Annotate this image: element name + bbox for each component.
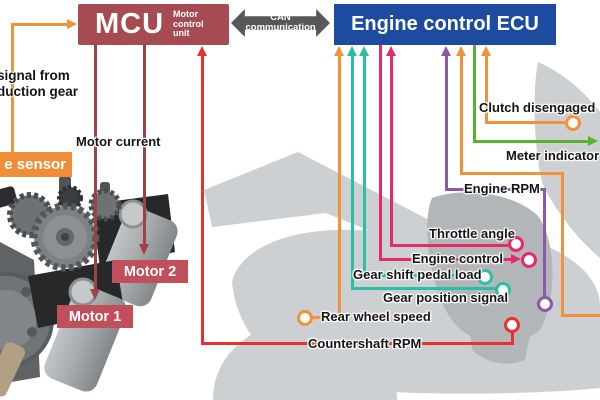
- engine-rpm-arrowhead: [441, 46, 451, 56]
- reduction-gear-label-line2: duction gear: [0, 83, 79, 99]
- meter-indicator-label: Meter indicator: [506, 148, 600, 163]
- motor2-tag: Motor 2: [112, 260, 188, 283]
- throttle-line: [390, 244, 510, 247]
- pedal-load-arrowhead: [359, 46, 369, 56]
- clutch-line: [485, 56, 488, 122]
- countershaft-arrowhead: [197, 46, 207, 56]
- sensor-box-label: e sensor: [4, 156, 66, 173]
- throttle-line: [390, 56, 393, 246]
- rear-wheel-label: Rear wheel speed: [321, 309, 431, 324]
- mcu-subtitle: Motor control unit: [173, 8, 204, 39]
- can-communication-label: CAN communication: [245, 11, 316, 33]
- ecu-box: Engine control ECU: [334, 4, 556, 45]
- motor1-current-line: [94, 45, 97, 289]
- meter-indicator-line: [473, 45, 476, 142]
- rear-wheel-connector-ring: [297, 310, 313, 326]
- engine-control-line: [379, 45, 382, 259]
- engine-control-connector-ring: [521, 252, 537, 268]
- countershaft-connector-ring: [504, 317, 520, 333]
- mcu-title: MCU: [95, 8, 165, 40]
- motor1-tag: Motor 1: [57, 305, 133, 328]
- engine-rpm-line: [445, 188, 546, 191]
- gear-position-label: Gear position signal: [383, 290, 508, 305]
- clutch-arrowhead: [481, 46, 491, 56]
- gear-position-line: [351, 56, 354, 289]
- mcu-box: MCU Motor control unit: [78, 4, 229, 45]
- countershaft-line: [201, 342, 514, 345]
- gear-position-line: [351, 287, 497, 290]
- shift-lever: [0, 342, 25, 397]
- sensor-signal-line: [11, 23, 67, 26]
- offscreen-right-signal-line: [460, 172, 564, 175]
- clutch-signal-label: Clutch disengaged: [479, 100, 596, 115]
- motor2-label: Motor 2: [123, 263, 177, 280]
- motor1-arrowhead: [90, 289, 100, 300]
- engine-control-arrowhead: [511, 254, 521, 264]
- throttle-angle-label: Throttle angle: [429, 226, 515, 241]
- engine-rpm-connector-ring: [537, 296, 553, 312]
- engine-control-line: [379, 258, 512, 261]
- reduction-gear-label: signal from duction gear: [0, 68, 78, 100]
- rear-wheel-arrowhead: [334, 46, 344, 56]
- engine-control-label: Engine control: [412, 251, 503, 266]
- offscreen-right-signal-line: [561, 314, 600, 317]
- pedal-load-label: Gear shift pedal load: [353, 267, 482, 282]
- clutch-connector-ring: [565, 115, 581, 131]
- meter-indicator-line: [473, 140, 588, 143]
- engine-rpm-line: [543, 189, 546, 298]
- offscreen-right-signal-line: [460, 56, 463, 173]
- reduction-gear-label-line1: signal from: [0, 68, 70, 83]
- meter-indicator-arrowhead: [588, 136, 598, 146]
- motor-unit-photo: [0, 176, 178, 397]
- motor-current-label: Motor current: [76, 134, 161, 149]
- engine-rpm-line: [445, 56, 448, 190]
- rear-wheel-line: [338, 56, 341, 318]
- motor2-current-line: [143, 45, 146, 244]
- throttle-arrowhead: [386, 46, 396, 56]
- pedal-load-connector-ring: [477, 269, 493, 285]
- sensor-arrowhead: [67, 19, 77, 29]
- gear-position-connector-ring: [495, 282, 511, 298]
- gear-position-arrowhead: [347, 46, 357, 56]
- countershaft-label: Countershaft RPM: [308, 336, 422, 351]
- offscreen-right-signal-line: [561, 172, 564, 317]
- clutch-line: [485, 121, 567, 124]
- sensor-signal-line: [11, 23, 14, 152]
- engine-rpm-label: Engine RPM: [464, 181, 540, 196]
- ecu-title: Engine control ECU: [351, 13, 539, 35]
- pedal-load-line: [363, 274, 479, 277]
- pedal-load-line: [363, 56, 366, 276]
- motor1-label: Motor 1: [68, 308, 122, 325]
- countershaft-line: [511, 332, 514, 344]
- rear-wheel-line: [312, 316, 341, 319]
- offscreen-right-arrowhead: [456, 46, 466, 56]
- sensor-box: e sensor: [0, 152, 72, 177]
- countershaft-line: [201, 56, 204, 345]
- motor2-arrowhead: [139, 244, 149, 255]
